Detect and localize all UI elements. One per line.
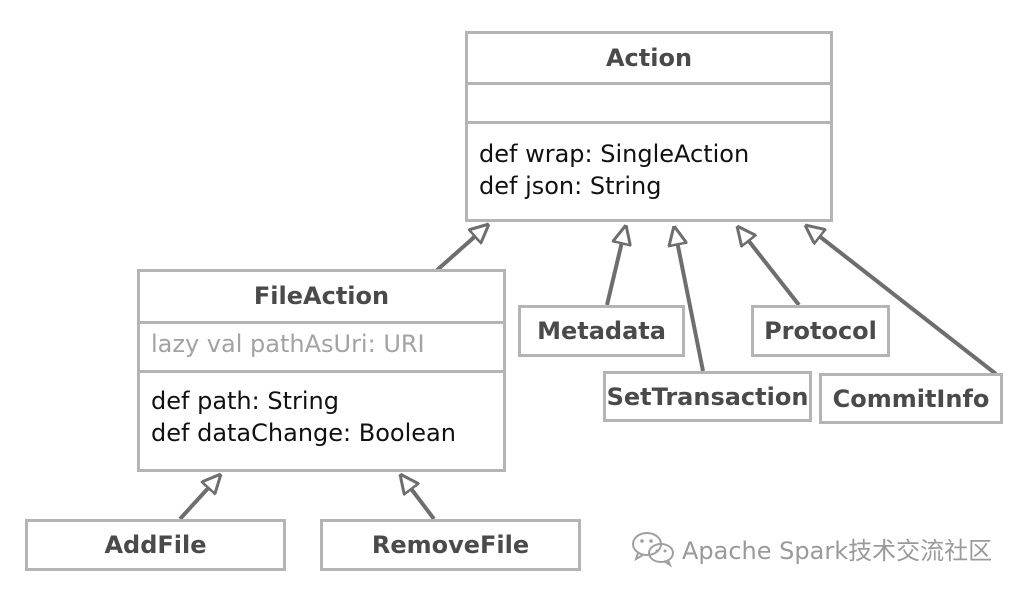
fileaction-methods-section: def path: String def dataChange: Boolean (140, 373, 503, 449)
wechat-icon (632, 532, 674, 568)
settransaction-class: SetTransaction (603, 371, 812, 422)
arrow-settransaction-to-action (674, 226, 705, 372)
protocol-class: Protocol (751, 305, 890, 357)
arrow-protocol-to-action (737, 226, 801, 307)
metadata-class: Metadata (518, 305, 685, 357)
removefile-class: RemoveFile (320, 519, 581, 571)
fileaction-attribute: lazy val pathAsUri: URI (151, 330, 425, 358)
action-class: Action def wrap: SingleAction def json: … (465, 31, 833, 222)
arrow-addfile-to-fileaction (178, 474, 221, 521)
fileaction-method: def path: String (151, 387, 339, 415)
fileaction-class: FileAction lazy val pathAsUri: URI def p… (137, 269, 506, 472)
watermark: Apache Spark技术交流社区 (630, 528, 992, 568)
commitinfo-class: CommitInfo (819, 373, 1003, 424)
arrow-removefile-to-fileaction (400, 474, 436, 521)
action-class-name: Action (468, 34, 830, 85)
arrow-fileaction-to-action (434, 224, 489, 273)
addfile-class: AddFile (25, 519, 286, 571)
arrow-commitinfo-to-action (805, 225, 998, 376)
action-method: def json: String (479, 172, 662, 200)
arrow-metadata-to-action (605, 225, 626, 306)
fileaction-method: def dataChange: Boolean (151, 419, 456, 447)
fileaction-class-name: FileAction (140, 272, 503, 324)
action-methods-section: def wrap: SingleAction def json: String (468, 124, 830, 202)
fileaction-attributes-section: lazy val pathAsUri: URI (140, 324, 503, 373)
watermark-text: Apache Spark技术交流社区 (682, 536, 993, 565)
action-attributes-section (468, 85, 830, 124)
action-method: def wrap: SingleAction (479, 140, 750, 168)
